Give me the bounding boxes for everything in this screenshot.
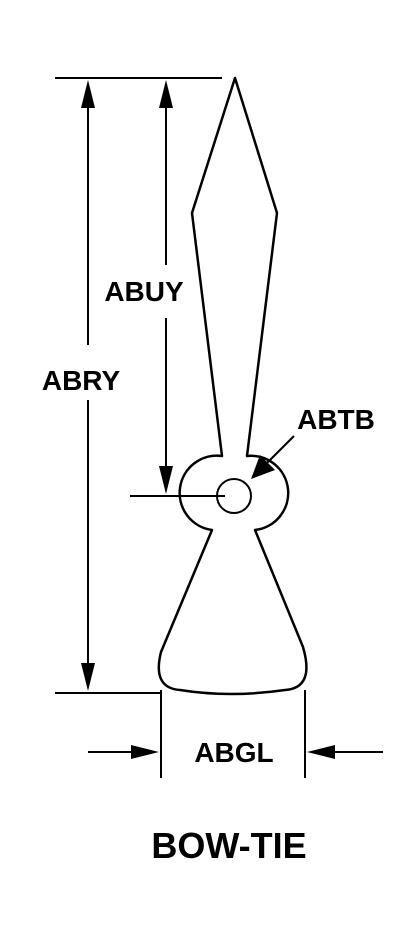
abuy-arrow-up	[159, 80, 173, 108]
abuy-arrow-down	[159, 466, 173, 494]
abtb-leader-line	[265, 435, 295, 465]
abgl-arrow-left	[131, 745, 159, 759]
abuy-label: ABUY	[104, 276, 184, 307]
abry-arrow-down	[81, 663, 95, 691]
abry-label: ABRY	[42, 365, 121, 396]
abgl-arrow-right	[307, 745, 335, 759]
diagram-title: BOW-TIE	[151, 825, 306, 866]
abtb-label: ABTB	[297, 404, 375, 435]
abtb-arrow	[251, 455, 275, 479]
pointer-outline	[157, 76, 308, 696]
abry-arrow-up	[81, 80, 95, 108]
abgl-label: ABGL	[194, 737, 273, 768]
